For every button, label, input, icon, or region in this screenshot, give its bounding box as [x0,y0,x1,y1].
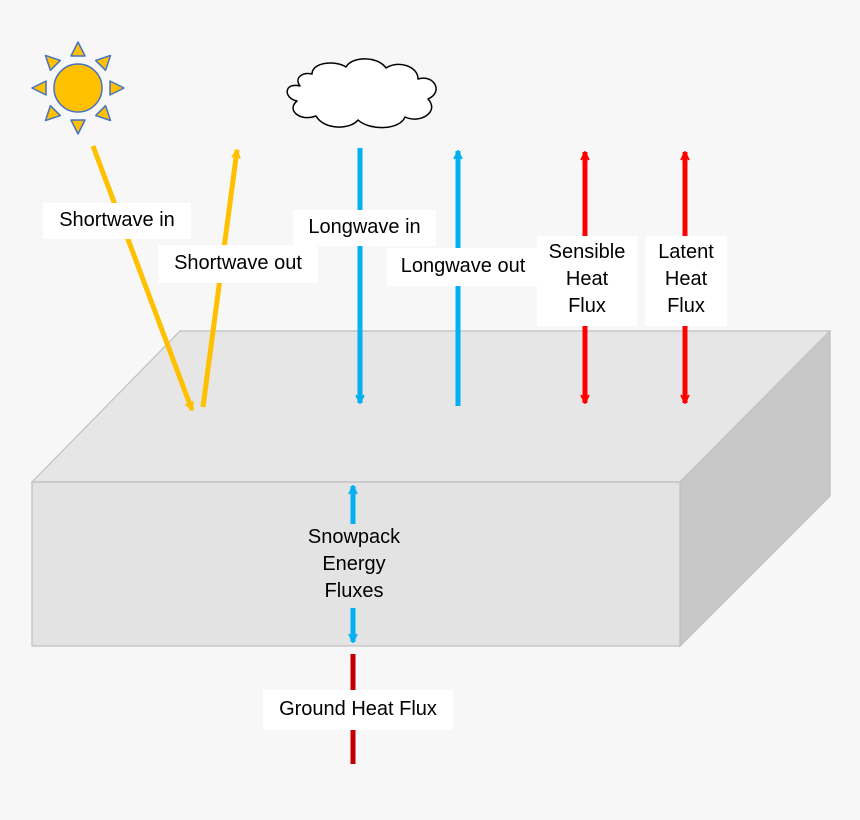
longwave-in-label: Longwave in [293,210,436,246]
shortwave-in-arrow [90,145,195,410]
snowpack-energy-fluxes-label: Snowpack Energy Fluxes [289,524,419,608]
ground-heat-flux-label: Ground Heat Flux [263,690,453,730]
sensible-heat-flux-line-1: Sensible [548,241,626,263]
sensible-heat-flux-line-3: Flux [568,295,606,317]
sensible-heat-flux-line-2: Heat [565,268,609,290]
longwave-out-label: Longwave out [387,248,539,286]
snowpack-energy-fluxes-line-1: Snowpack [307,526,401,548]
latent-heat-flux-line-2: Heat [664,268,708,290]
snowpack-energy-fluxes-line-2: Energy [322,553,386,575]
sensible-heat-flux-label: Sensible Heat Flux [537,236,637,326]
latent-heat-flux-line-3: Flux [667,295,705,317]
cloud-icon [286,58,437,129]
snowpack-block [30,329,832,648]
sun-icon [31,41,125,135]
snowpack-energy-fluxes-line-3: Fluxes [324,580,384,602]
latent-heat-flux-line-1: Latent [658,241,714,263]
shortwave-in-label: Shortwave in [43,203,191,239]
latent-heat-flux-label: Latent Heat Flux [645,236,727,326]
shortwave-out-label: Shortwave out [158,245,318,283]
